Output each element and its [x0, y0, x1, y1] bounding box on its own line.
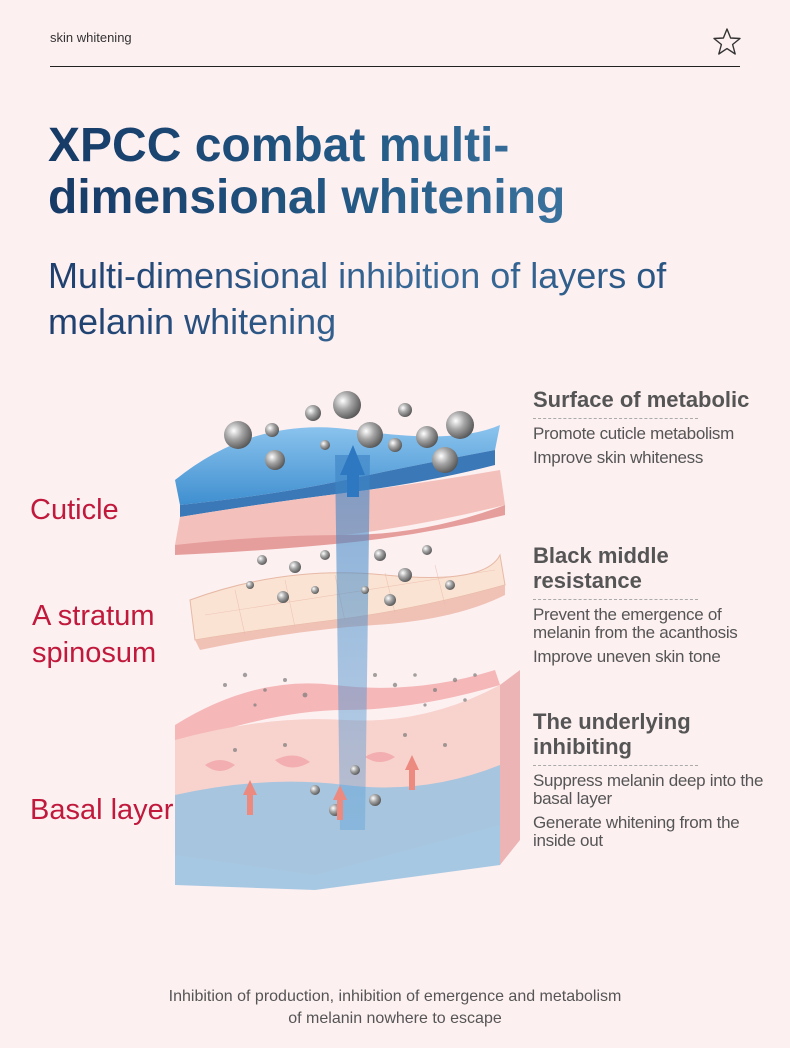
section-divider — [533, 765, 698, 766]
section-underlying: The underlying inhibiting Suppress melan… — [533, 709, 783, 856]
basal-block-top — [175, 670, 500, 745]
section-item: Improve skin whiteness — [533, 448, 704, 467]
label-spinosum: A stratum spinosum — [32, 600, 157, 669]
label-cuticle: Cuticle — [30, 494, 119, 526]
section-surface-metabolic: Surface of metabolic Promote cuticle met… — [533, 387, 783, 473]
section-heading: Surface of metabolic — [533, 387, 750, 412]
footer-text: Inhibition of production, inhibition of … — [95, 986, 695, 1030]
melanin-particles — [224, 391, 474, 816]
section-item: Improve uneven skin tone — [533, 647, 721, 666]
section-item: Prevent the emergence of melanin from th… — [533, 605, 738, 642]
up-arrow — [340, 445, 365, 497]
basal-block-side — [500, 670, 520, 865]
header-divider — [50, 66, 740, 67]
section-heading: The underlying inhibiting — [533, 709, 691, 759]
section-item: Generate whitening from the inside out — [533, 813, 740, 850]
section-item: Promote cuticle metabolism — [533, 424, 734, 443]
basal-block-blue — [175, 765, 500, 890]
skin-layers-illustration — [175, 391, 520, 890]
page-subtitle: Multi-dimensional inhibition of layers o… — [48, 253, 768, 345]
section-black-middle: Black middle resistance Prevent the emer… — [533, 543, 783, 672]
star-outline-icon[interactable] — [712, 27, 742, 57]
footer-line-1: Inhibition of production, inhibition of … — [168, 988, 622, 1005]
section-item: Suppress melanin deep into the basal lay… — [533, 771, 764, 808]
footer-line-2: of melanin nowhere to escape — [288, 1010, 502, 1027]
section-divider — [533, 418, 698, 419]
header-tag: skin whitening — [50, 30, 132, 45]
page-title: XPCC combat multi-dimensional whitening — [48, 120, 748, 224]
section-divider — [533, 599, 698, 600]
light-beam — [335, 455, 370, 830]
label-basal: Basal layer — [30, 794, 174, 826]
section-heading: Black middle resistance — [533, 543, 669, 593]
